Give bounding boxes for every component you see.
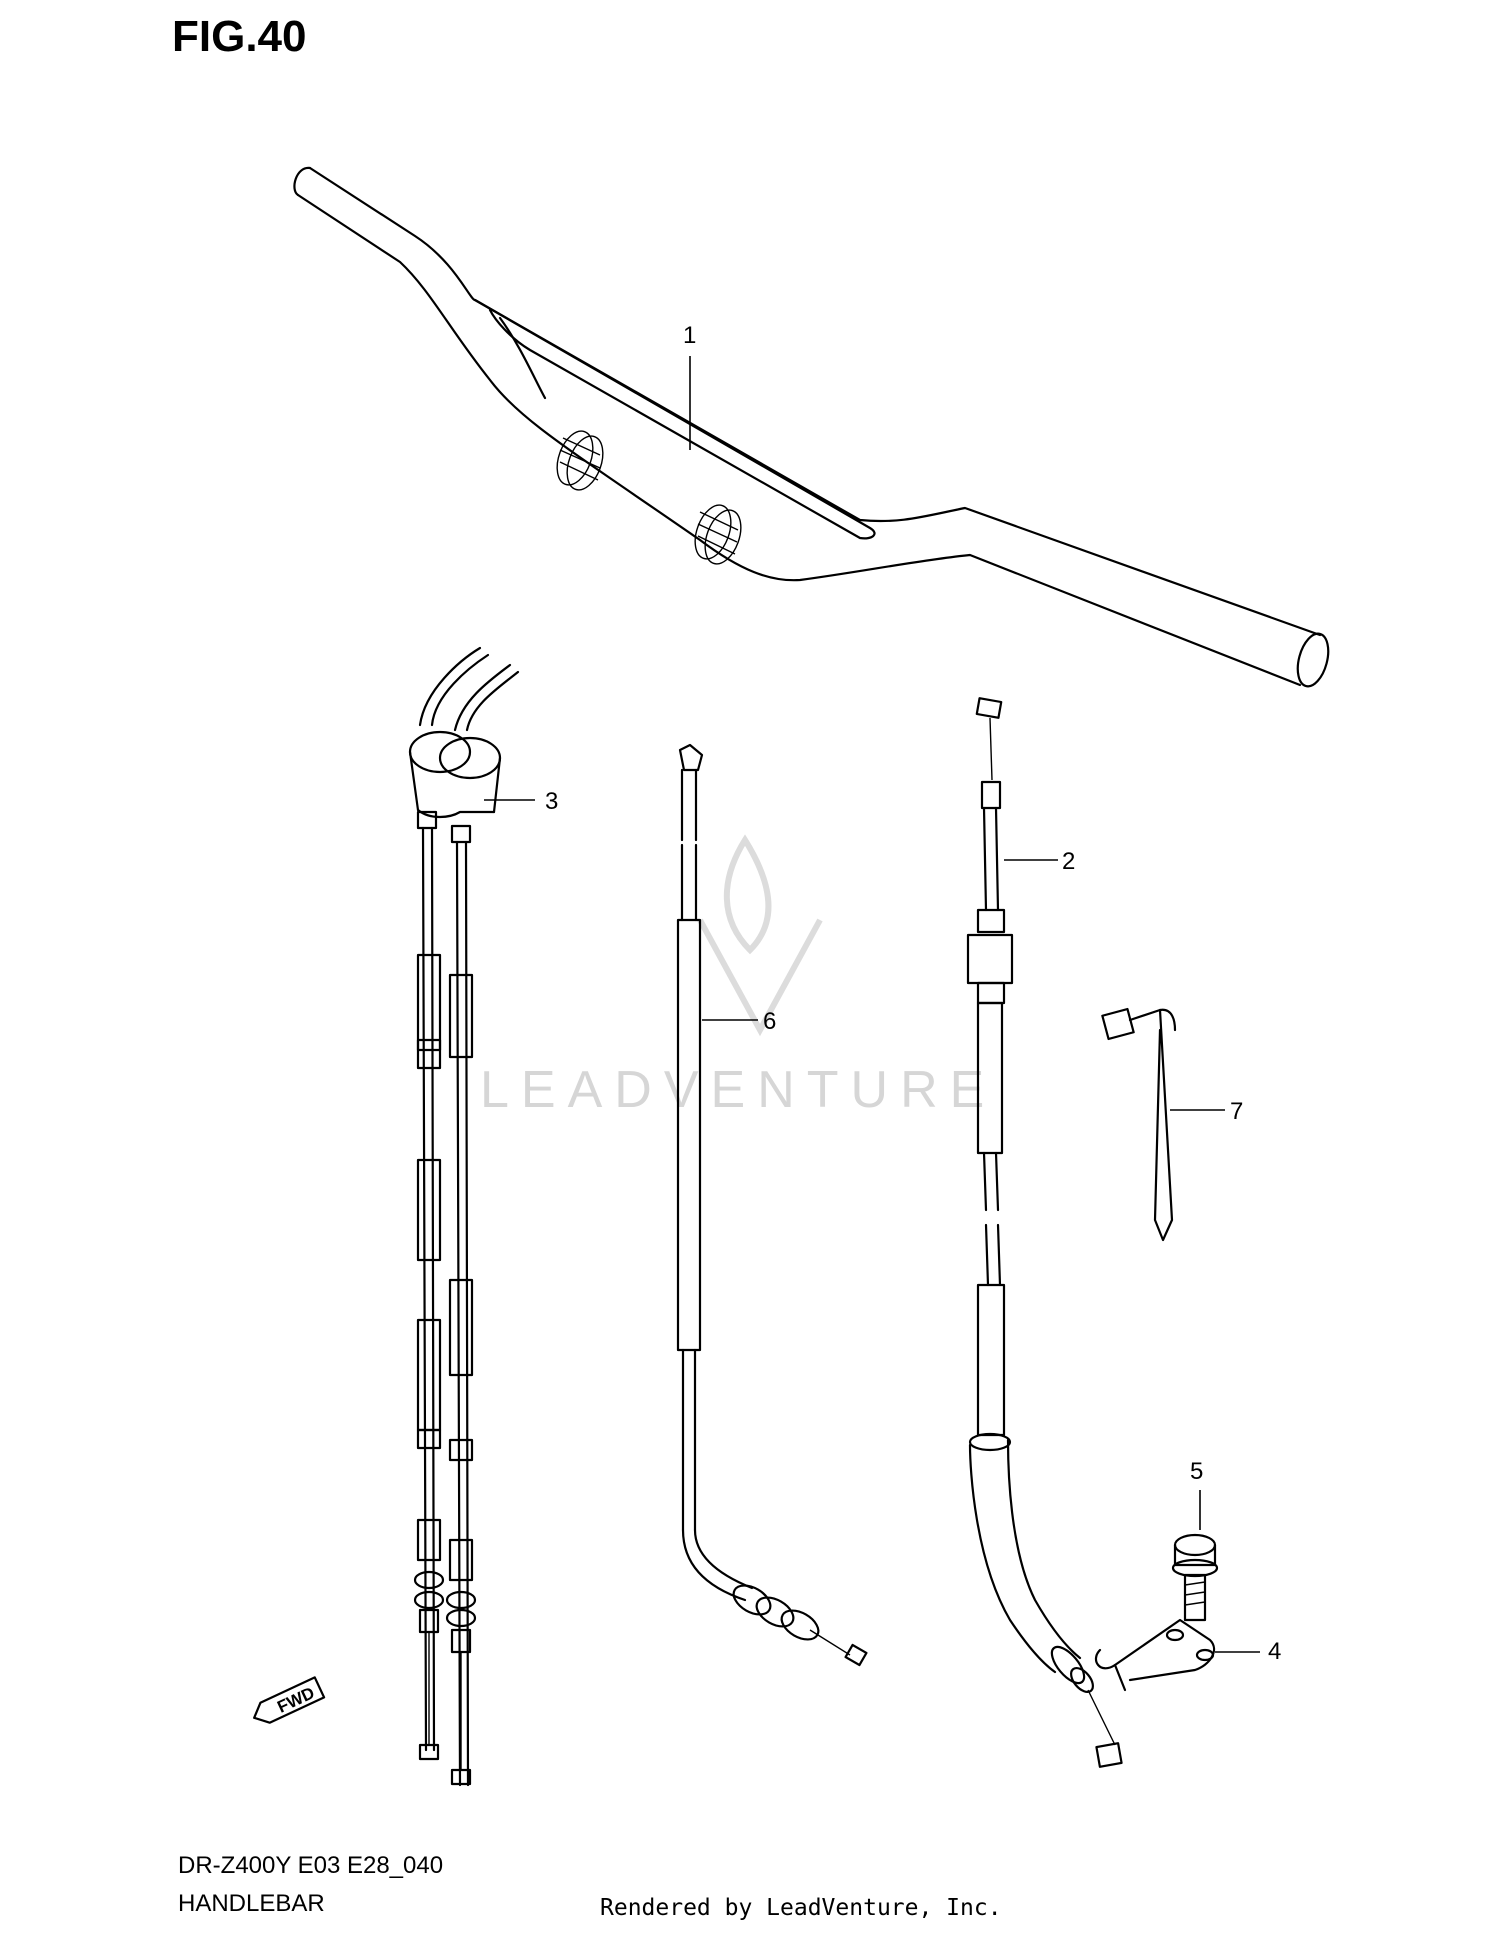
callout-3: 3 (545, 788, 559, 815)
callout-7: 7 (1230, 1098, 1244, 1125)
callout-6: 6 (763, 1008, 777, 1035)
figure-title: FIG.40 (172, 12, 307, 61)
render-credit: Rendered by LeadVenture, Inc. (600, 1895, 1002, 1921)
callout-4: 4 (1268, 1638, 1282, 1665)
callout-2: 2 (1062, 848, 1076, 875)
part-5-bolt[interactable] (1171, 1490, 1219, 1622)
part-4-bracket[interactable] (1094, 1618, 1216, 1692)
section-name: HANDLEBAR (178, 1890, 325, 1917)
part-7[interactable] (1101, 1007, 1177, 1242)
fwd-label: FWD (274, 1683, 317, 1717)
callout-5: 5 (1190, 1458, 1204, 1485)
callout-1: 1 (683, 322, 697, 349)
watermark-logo (697, 834, 823, 1037)
clutch-cable-part-2[interactable] (966, 697, 1123, 1768)
fwd-arrow-icon: FWD (253, 1676, 326, 1724)
model-code: DR-Z400Y E03 E28_040 (178, 1852, 444, 1879)
handlebar-part-1[interactable] (293, 166, 1333, 690)
watermark-text: LEADVENTURE (480, 1061, 997, 1119)
cable-part-6[interactable] (676, 743, 868, 1667)
throttle-cable-part-3[interactable] (408, 646, 520, 1787)
